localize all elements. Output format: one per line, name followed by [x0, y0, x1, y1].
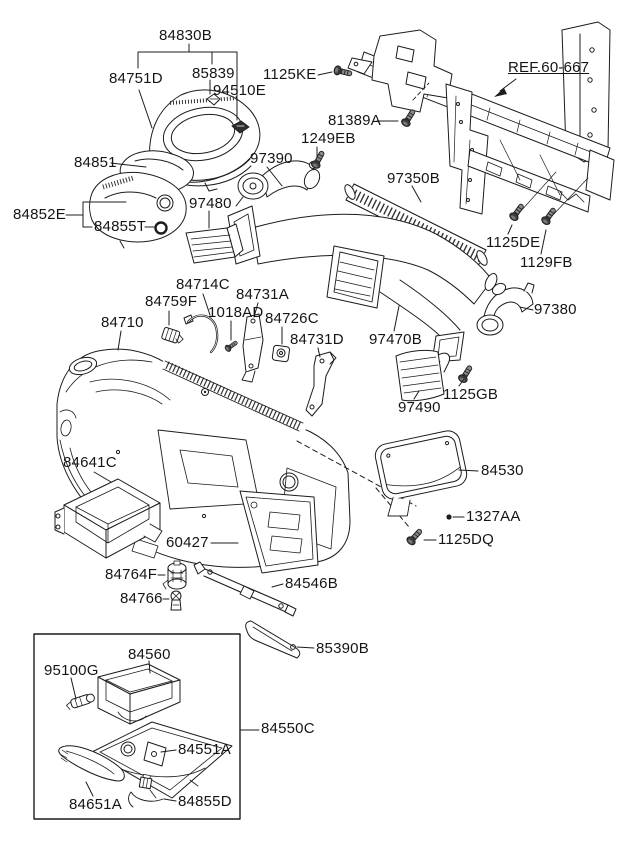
callout-leader-lines — [65, 43, 547, 802]
part-label-1125GB: 1125GB — [443, 386, 499, 403]
part-label-84530: 84530 — [481, 462, 524, 479]
oring-84855T-drawing — [154, 221, 168, 235]
reinforcement-bar-drawing — [193, 561, 297, 617]
part-label-97350B: 97350B — [387, 170, 440, 187]
center-facia-drawing — [239, 490, 319, 574]
side-duct-drawing — [476, 282, 535, 336]
part-label-95100G: 95100G — [44, 662, 99, 679]
part-label-94510E: 94510E — [213, 82, 266, 99]
part-label-85390B: 85390B — [316, 640, 369, 657]
part-label-84550C: 84550C — [261, 720, 315, 737]
part-label-84710: 84710 — [101, 314, 144, 331]
part-label-84830B: 84830B — [159, 27, 212, 44]
part-label-84560: 84560 — [128, 646, 171, 663]
part-label-97480: 97480 — [189, 195, 232, 212]
part-label-84852E: 84852E — [13, 206, 66, 223]
part-label-1125KE: 1125KE — [263, 66, 317, 83]
hazard-switch-part-drawing — [162, 560, 187, 590]
part-label-84731D: 84731D — [290, 331, 344, 348]
part-label-1327AA: 1327AA — [466, 508, 521, 525]
part-label-1125DE: 1125DE — [486, 234, 541, 251]
steering-column-covers-drawing — [89, 150, 194, 249]
part-label-84855D: 84855D — [178, 793, 232, 810]
part-label-97470B: 97470B — [369, 331, 422, 348]
part-label-1018AD: 1018AD — [208, 304, 264, 321]
part-label-84546B: 84546B — [285, 575, 338, 592]
part-label-84855T: 84855T — [94, 218, 147, 235]
part-label-84651A: 84651A — [69, 796, 122, 813]
part-label-84641C: 84641C — [63, 454, 117, 471]
part-label-97390: 97390 — [250, 150, 293, 167]
part-label-84714C: 84714C — [176, 276, 230, 293]
glove-box-section-drawing — [33, 633, 241, 820]
airbag-module-drawing — [374, 430, 468, 517]
mounting-brackets-drawing — [161, 313, 337, 417]
part-label-84759F: 84759F — [145, 293, 198, 310]
cluster-housing-drawing — [54, 478, 163, 559]
trim-strip-drawing — [245, 620, 301, 659]
center-duct-assembly-drawing — [227, 205, 498, 363]
part-label-60427: 60427 — [166, 534, 209, 551]
driver-duct-drawing — [235, 160, 321, 207]
part-label-84766: 84766 — [120, 590, 163, 607]
part-label-84551A: 84551A — [178, 741, 231, 758]
part-label-1129FB: 1129FB — [520, 254, 573, 271]
reference-link-60-667[interactable]: REF.60-667 — [508, 59, 590, 76]
section-box-border — [33, 633, 241, 820]
clip-84766-drawing — [170, 590, 182, 611]
part-label-1125DQ: 1125DQ — [438, 531, 494, 548]
side-vent-drawing — [395, 349, 451, 402]
part-label-81389A: 81389A — [328, 112, 381, 129]
cowl-crossmember-drawing — [347, 21, 615, 217]
part-label-84764F: 84764F — [105, 566, 158, 583]
part-label-97380: 97380 — [534, 301, 577, 318]
part-label-85839: 85839 — [192, 65, 235, 82]
part-label-97490: 97490 — [398, 399, 441, 416]
part-label-84726C: 84726C — [265, 310, 319, 327]
center-vent-drawing — [185, 223, 244, 264]
part-label-84851: 84851 — [74, 154, 117, 171]
part-label-1249EB: 1249EB — [301, 130, 356, 147]
part-label-84731A: 84731A — [236, 286, 289, 303]
part-label-84751D: 84751D — [109, 70, 163, 87]
